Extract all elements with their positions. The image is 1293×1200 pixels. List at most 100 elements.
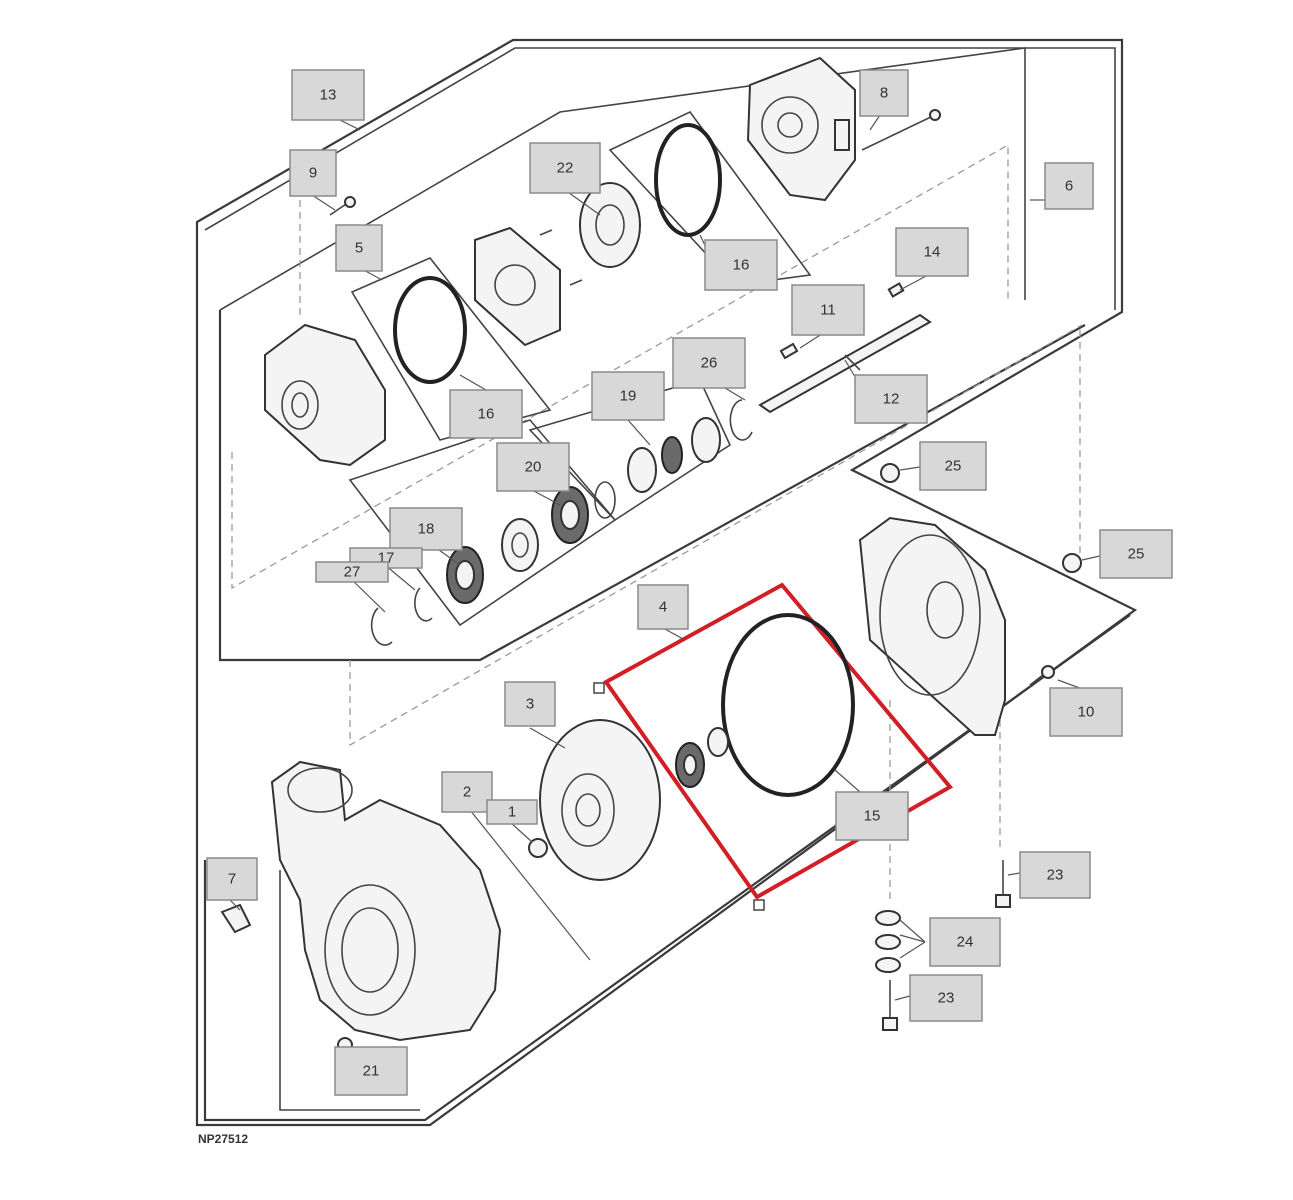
callout-box: [449, 389, 523, 439]
highlight-anchor-bottom: [753, 899, 765, 911]
pump-adapter-flange: [858, 516, 1006, 736]
callout-label: 1: [508, 804, 516, 821]
assembly-frame: [195, 38, 1138, 1127]
bolt-23-lower: [882, 980, 898, 1031]
callout-box: [529, 142, 601, 194]
callout-23: 23: [1019, 851, 1091, 899]
callout-box: [859, 69, 909, 117]
callout-5: 5: [335, 224, 383, 272]
snap-ring: [594, 481, 616, 519]
screw-9: [329, 196, 356, 216]
callout-label: 11: [820, 302, 836, 319]
callout-box: [504, 681, 556, 727]
seal-19-b: [661, 436, 683, 474]
guide-dashed-middle: [349, 324, 1083, 747]
nut-25b: [1062, 553, 1082, 573]
callout-label: 19: [620, 388, 637, 405]
callout-box: [1019, 851, 1091, 899]
callout-label: 7: [228, 871, 236, 888]
callout-label: 25: [1128, 546, 1145, 563]
nut-25a: [880, 463, 900, 483]
callout-24: 24: [929, 917, 1001, 967]
washers-24: [875, 910, 901, 973]
gearbox-cover: [746, 56, 856, 202]
callout-7: 7: [206, 857, 258, 901]
callout-11: 11: [791, 284, 865, 336]
gear-cluster-box: [350, 257, 552, 441]
callout-15: 15: [835, 791, 909, 841]
mechanical-seal: [675, 742, 705, 788]
callout-label: 9: [309, 165, 317, 182]
callout-box: [315, 561, 389, 583]
callout-box: [496, 442, 570, 492]
callout-1: 1: [486, 799, 538, 825]
callout-box: [389, 507, 463, 551]
assembly-frame-inner: [204, 47, 1116, 310]
callout-label: 23: [1047, 867, 1064, 884]
callout-label: 16: [478, 406, 495, 423]
seal-19-a: [627, 447, 657, 493]
seal-kit-highlight: [603, 582, 954, 900]
callout-4: 4: [637, 584, 689, 630]
callout-label: 14: [924, 244, 941, 261]
retaining-ring-27: [370, 607, 393, 646]
callout-box: [591, 371, 665, 421]
nut-1: [528, 838, 548, 858]
callout-19: 19: [591, 371, 665, 421]
callout-label: 24: [957, 934, 974, 951]
seal-washer: [707, 727, 729, 757]
bearing-20: [551, 486, 589, 544]
impeller-3: [539, 719, 661, 881]
callout-2: 2: [441, 771, 493, 813]
callout-box: [919, 441, 987, 491]
callout-9: 9: [289, 149, 337, 197]
callout-label: 18: [418, 521, 435, 538]
callout-label: 6: [1065, 178, 1073, 195]
callout-3: 3: [504, 681, 556, 727]
key-14: [887, 282, 905, 298]
bolt-23-upper: [995, 860, 1011, 908]
callout-box: [289, 149, 337, 197]
callout-box: [854, 374, 928, 424]
callout-label: 22: [557, 160, 574, 177]
callout-label: 16: [733, 257, 750, 274]
callout-label: 23: [938, 990, 955, 1007]
callout-label: 27: [344, 564, 361, 581]
callout-6: 6: [1044, 162, 1094, 210]
callout-14: 14: [895, 227, 969, 277]
callout-27: 27: [315, 561, 389, 583]
o-ring-16-lower: [393, 276, 467, 384]
callout-box: [291, 69, 365, 121]
dowel-pins: [539, 229, 583, 286]
seal-19-c: [691, 417, 721, 463]
callout-box: [672, 337, 746, 389]
callout-25: 25: [919, 441, 987, 491]
callout-label: 20: [525, 459, 542, 476]
callout-22: 22: [529, 142, 601, 194]
gear-22: [579, 182, 641, 268]
callout-label: 2: [463, 784, 471, 801]
highlight-anchor-top: [593, 682, 605, 694]
callout-26: 26: [672, 337, 746, 389]
callout-box: [909, 974, 983, 1022]
cover-bolt: [861, 109, 941, 151]
callout-box: [895, 227, 969, 277]
callout-box: [206, 857, 258, 901]
callout-box: [929, 917, 1001, 967]
callout-23: 23: [909, 974, 983, 1022]
callout-box: [1099, 529, 1173, 579]
callout-box: [441, 771, 493, 813]
callout-box: [334, 1046, 408, 1096]
callout-box: [637, 584, 689, 630]
callout-label: 10: [1078, 704, 1095, 721]
callout-label: 21: [363, 1063, 380, 1080]
callout-10: 10: [1049, 687, 1123, 737]
callout-label: 12: [883, 391, 900, 408]
callout-box: [791, 284, 865, 336]
callout-16: 16: [449, 389, 523, 439]
callout-12: 12: [854, 374, 928, 424]
bolt-10: [1029, 665, 1055, 686]
retaining-ring-17: [414, 587, 433, 622]
bearing-housing: [264, 323, 386, 467]
